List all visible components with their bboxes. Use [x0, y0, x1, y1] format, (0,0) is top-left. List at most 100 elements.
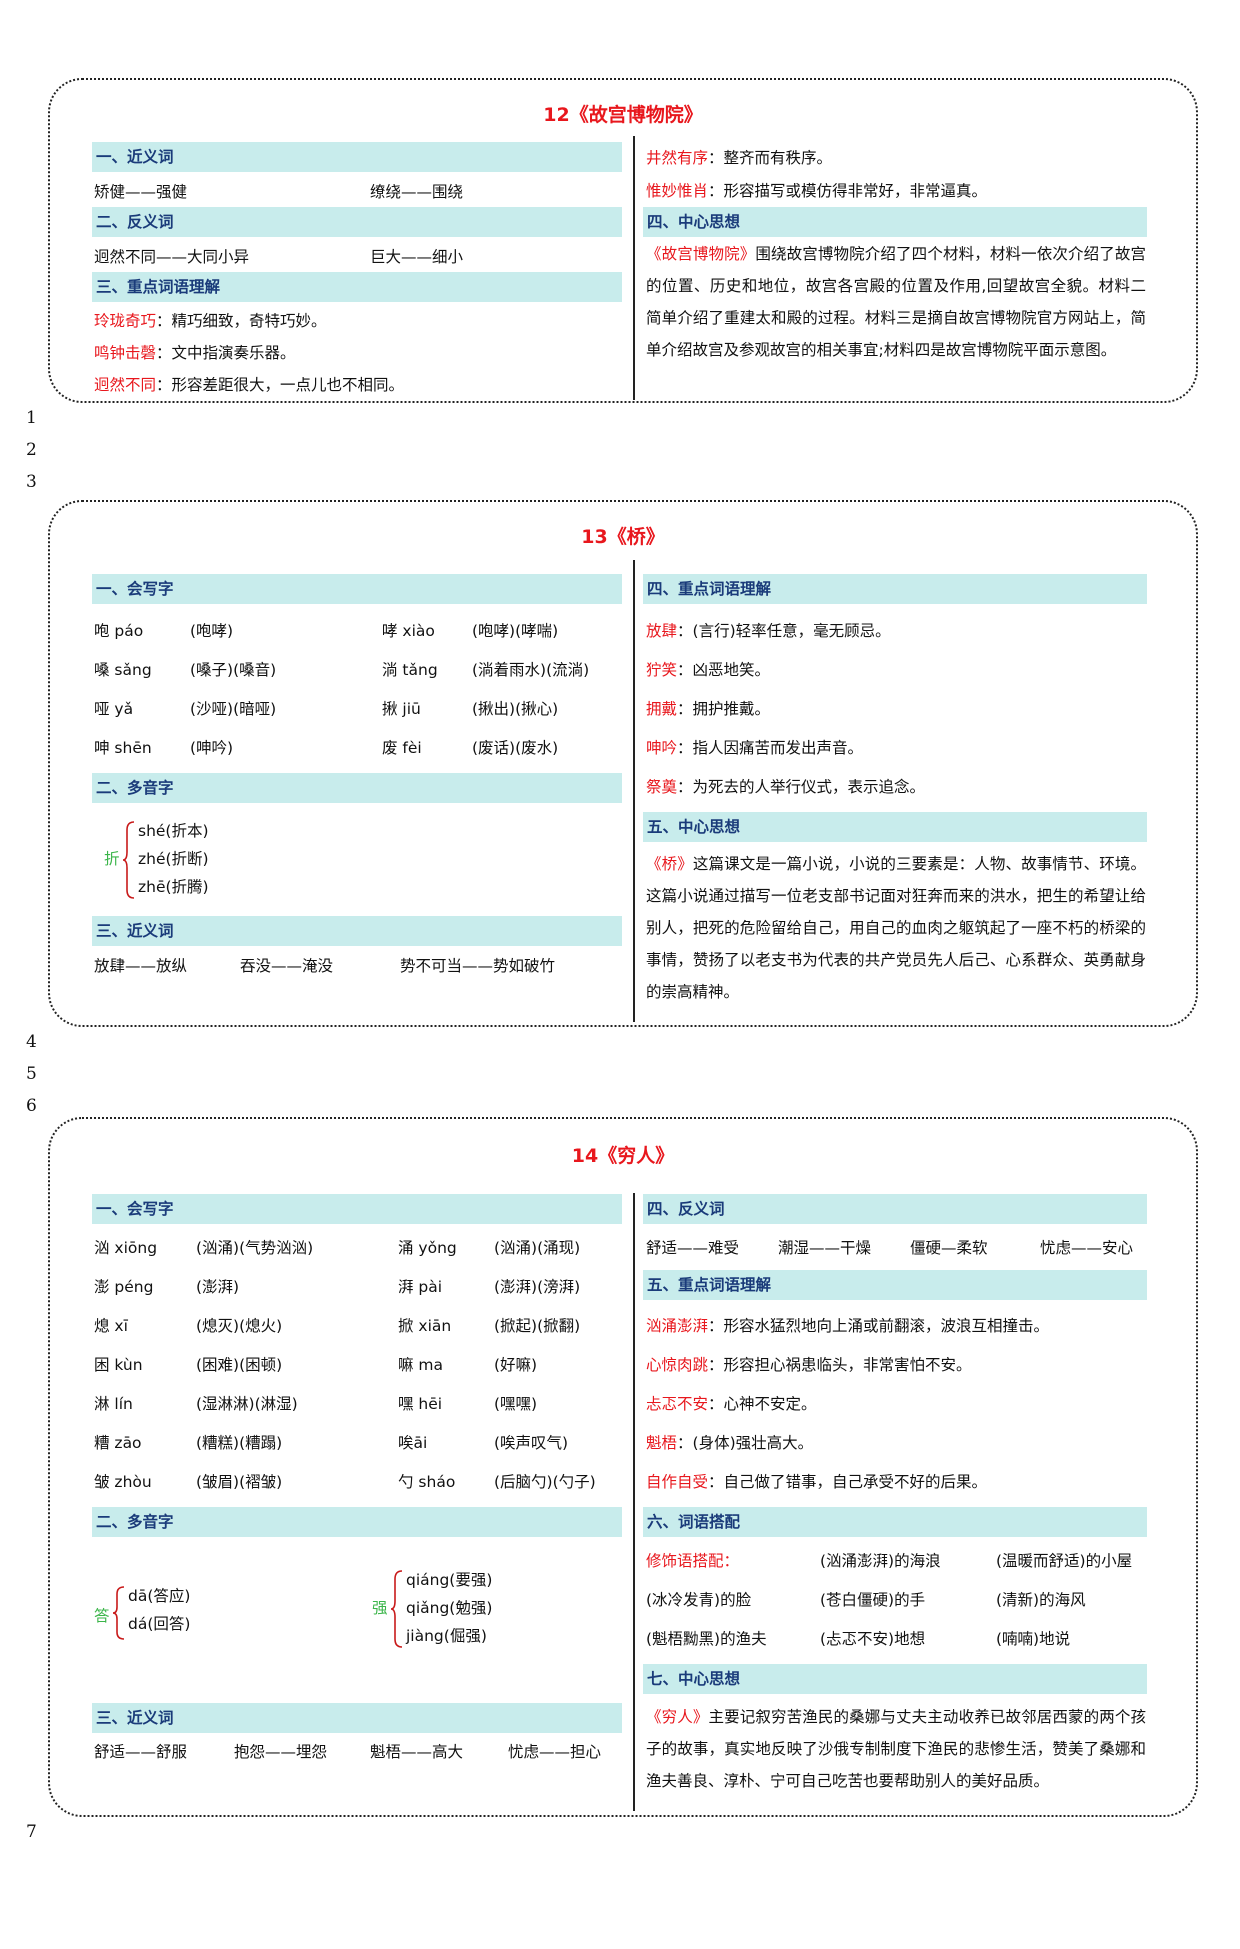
section-synonyms: 一、近义词 — [92, 142, 622, 172]
polyphone-reading: zhé(折断) — [138, 850, 209, 868]
line-number: 4 — [26, 1032, 37, 1052]
section-synonyms: 三、近义词 — [92, 1703, 622, 1733]
char-words: (废话)(废水) — [472, 739, 559, 757]
definition-text: ：文中指演奏乐器。 — [156, 344, 296, 362]
definition-text: ：心神不安定。 — [708, 1395, 817, 1413]
keyword: 放肆 — [646, 622, 678, 640]
char-words: (呻吟) — [190, 739, 234, 757]
summary-paragraph: 《穷人》主要记叙穷苦渔民的桑娜与丈夫主动收养已故邻居西蒙的两个孩子的故事，真实地… — [646, 1701, 1146, 1797]
polyphone-reading: qiǎng(勉强) — [406, 1599, 493, 1617]
collocation: (汹涌澎湃)的海浪 — [820, 1552, 941, 1570]
definition-text: ：拥护推戴。 — [677, 700, 771, 718]
brace-icon — [112, 1586, 125, 1640]
char-words: (熄灭)(熄火) — [196, 1317, 283, 1335]
char-pinyin: 淌 tǎng — [382, 661, 438, 679]
char-words: (汹涌)(气势汹汹) — [196, 1239, 314, 1257]
keyword: 拥戴 — [646, 700, 678, 718]
char-pinyin: 呻 shēn — [94, 739, 152, 757]
definition: 忐忑不安：心神不安定。 — [646, 1393, 817, 1415]
char-pinyin: 糟 zāo — [94, 1434, 142, 1452]
brace-icon — [122, 821, 135, 899]
line-number: 2 — [26, 440, 37, 460]
char-pinyin: 唉āi — [398, 1434, 428, 1452]
synonym-pair: 放肆——放纵 — [94, 957, 188, 975]
section-central-idea: 四、中心思想 — [643, 207, 1147, 237]
collocation: (喃喃)地说 — [996, 1630, 1071, 1648]
line-number: 6 — [26, 1096, 37, 1116]
antonym-pair: 僵硬—柔软 — [910, 1239, 988, 1257]
char-pinyin: 哮 xiào — [382, 622, 435, 640]
synonym-pair: 势不可当——势如破竹 — [400, 957, 556, 975]
collocation: (忐忑不安)地想 — [820, 1630, 926, 1648]
char-pinyin: 皱 zhòu — [94, 1473, 152, 1491]
section-central-idea: 七、中心思想 — [643, 1664, 1147, 1694]
char-words: (汹涌)(涌现) — [494, 1239, 581, 1257]
polyphone-reading: dā(答应) — [128, 1587, 191, 1605]
definition-text: ：整齐而有秩序。 — [708, 149, 833, 167]
definition: 迥然不同：形容差距很大，一点儿也不相同。 — [94, 374, 404, 396]
char-words: (唉声叹气) — [494, 1434, 569, 1452]
char-words: (淌着雨水)(流淌) — [472, 661, 590, 679]
polyphone-reading: jiàng(倔强) — [406, 1627, 487, 1645]
definition: 鸣钟击磬：文中指演奏乐器。 — [94, 342, 296, 364]
section-key-words: 四、重点词语理解 — [643, 574, 1147, 604]
collocation: (冰冷发青)的脸 — [646, 1591, 752, 1609]
char-pinyin: 掀 xiān — [398, 1317, 452, 1335]
definition: 拥戴：拥护推戴。 — [646, 698, 770, 720]
collocation: (魁梧黝黑)的渔夫 — [646, 1630, 767, 1648]
definition: 狞笑：凶恶地笑。 — [646, 659, 770, 681]
char-words: (好嘛) — [494, 1356, 538, 1374]
keyword: 心惊肉跳 — [646, 1356, 709, 1374]
lesson-13-title: 13《桥》 — [581, 526, 665, 548]
section-key-words: 五、重点词语理解 — [643, 1270, 1147, 1300]
column-divider — [633, 1193, 635, 1811]
antonym-pair: 潮湿——干燥 — [778, 1239, 872, 1257]
definition-text: ：精巧细致，奇特巧妙。 — [156, 312, 327, 330]
polyphone-char: 答 — [94, 1607, 110, 1625]
char-pinyin: 淋 lín — [94, 1395, 133, 1413]
keyword: 忐忑不安 — [646, 1395, 709, 1413]
char-pinyin: 嘿 hēi — [398, 1395, 443, 1413]
collocation: (苍白僵硬)的手 — [820, 1591, 926, 1609]
char-words: (糟糕)(糟蹋) — [196, 1434, 283, 1452]
definition-text: ：自己做了错事，自己承受不好的后果。 — [708, 1473, 988, 1491]
char-pinyin: 湃 pài — [398, 1278, 443, 1296]
definition-text: ：凶恶地笑。 — [677, 661, 771, 679]
section-antonyms: 四、反义词 — [643, 1194, 1147, 1224]
section-write-chars: 一、会写字 — [92, 574, 622, 604]
section-central-idea: 五、中心思想 — [643, 812, 1147, 842]
section-synonyms: 三、近义词 — [92, 916, 622, 946]
antonym-pair: 巨大——细小 — [370, 248, 464, 266]
char-pinyin: 勺 sháo — [398, 1473, 456, 1491]
definition: 玲珑奇巧：精巧细致，奇特巧妙。 — [94, 310, 327, 332]
char-words: (咆哮)(哮喘) — [472, 622, 559, 640]
definition-text: ：形容差距很大，一点儿也不相同。 — [156, 376, 405, 394]
char-pinyin: 揪 jiū — [382, 700, 421, 718]
line-number: 7 — [26, 1822, 37, 1842]
definition: 自作自受：自己做了错事，自己承受不好的后果。 — [646, 1471, 987, 1493]
synonym-pair: 吞没——淹没 — [240, 957, 334, 975]
char-words: (揪出)(揪心) — [472, 700, 559, 718]
keyword: 惟妙惟肖 — [646, 182, 709, 200]
line-number: 5 — [26, 1064, 37, 1084]
char-pinyin: 困 kùn — [94, 1356, 143, 1374]
summary-paragraph: 《桥》这篇课文是一篇小说，小说的三要素是：人物、故事情节、环境。这篇小说通过描写… — [646, 848, 1146, 1008]
definition-text: ：指人因痛苦而发出声音。 — [677, 739, 864, 757]
definition: 祭奠：为死去的人举行仪式，表示追念。 — [646, 776, 925, 798]
line-number: 3 — [26, 472, 37, 492]
keyword: 自作自受 — [646, 1473, 709, 1491]
definition: 魁梧：(身体)强壮高大。 — [646, 1432, 813, 1454]
definition: 心惊肉跳：形容担心祸患临头，非常害怕不安。 — [646, 1354, 972, 1376]
summary-text: 主要记叙穷苦渔民的桑娜与丈夫主动收养已故邻居西蒙的两个孩子的故事，真实地反映了沙… — [646, 1708, 1146, 1790]
char-words: (掀起)(掀翻) — [494, 1317, 581, 1335]
column-divider — [633, 560, 635, 1022]
char-words: (湿淋淋)(淋湿) — [196, 1395, 298, 1413]
keyword: 玲珑奇巧 — [94, 312, 157, 330]
synonym-pair: 舒适——舒服 — [94, 1743, 188, 1761]
definition-text: ：(言行)轻率任意，毫无顾忌。 — [677, 622, 891, 640]
brace-icon — [390, 1570, 403, 1648]
lesson-13-card: 13《桥》 一、会写字 咆 páo (咆哮) 哮 xiào (咆哮)(哮喘) 嗓… — [48, 500, 1198, 1027]
section-antonyms: 二、反义词 — [92, 207, 622, 237]
char-words: (澎湃) — [196, 1278, 240, 1296]
